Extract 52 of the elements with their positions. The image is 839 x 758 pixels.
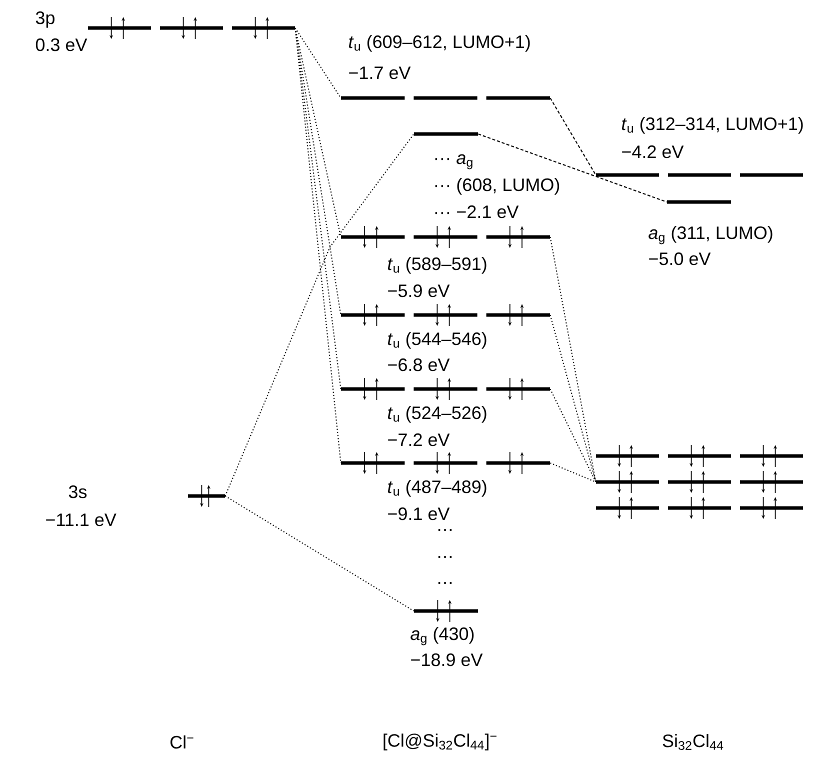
energy-level (88, 16, 295, 40)
correlation-line (550, 388, 596, 482)
energy-level (341, 96, 550, 100)
correlation-line (478, 133, 667, 203)
correlation-line (550, 236, 596, 482)
energy-level (414, 132, 478, 136)
energy-label: −1.7 eV (349, 66, 411, 80)
correlation-line (550, 98, 596, 176)
energy-label: 3p (36, 11, 54, 28)
energy-label: −5.9 eV (388, 284, 450, 298)
energy-label: t$_{u}$ (487–489) (388, 480, 486, 497)
energy-label: t$_{u}$ (544–546) (388, 332, 486, 349)
energy-label: −4.2 eV (622, 145, 684, 158)
correlation-line (224, 496, 414, 612)
ellipsis-mark: … (438, 529, 452, 531)
correlation-line (550, 314, 596, 482)
energy-label: a$_{g}$ (311, LUMO) (648, 226, 772, 244)
energy-level (341, 226, 550, 248)
energy-label: t$_{u}$ (609–612, LUMO+1) (349, 34, 530, 52)
column-label: Si$_{32}$Cl$_{44}$ (662, 734, 724, 750)
energy-level (188, 484, 225, 508)
energy-label: a$_{g}$ (430) (410, 626, 474, 646)
correlation-line (224, 134, 414, 496)
energy-label: −11.1 eV (46, 514, 116, 526)
energy-level (341, 378, 550, 400)
correlation-line (294, 28, 342, 464)
correlation-line (294, 28, 342, 98)
energy-level (596, 470, 803, 494)
energy-level (596, 173, 803, 177)
energy-label: −9.1 eV (388, 507, 450, 520)
energy-label: −6.8 eV (388, 358, 450, 372)
energy-label: 0.3 eV (36, 38, 88, 52)
energy-label: ··· (608, LUMO) (435, 178, 560, 195)
energy-label: −7.2 eV (388, 433, 450, 446)
correlation-line (550, 462, 596, 482)
energy-label: t$_{u}$ (312–314, LUMO+1) (622, 116, 803, 134)
energy-label: −18.9 eV (411, 653, 483, 666)
energy-level (596, 444, 803, 468)
energy-level (414, 600, 478, 622)
energy-label: 3s (68, 485, 87, 498)
energy-level (596, 496, 803, 520)
column-label: Cl$^{−}$ (170, 735, 194, 749)
energy-level (341, 304, 550, 326)
column-label: [Cl@Si$_{32}$Cl$_{44}$]$^{−}$ (384, 734, 496, 750)
energy-label: ··· −2.1 eV (435, 205, 519, 218)
energy-label: t$_{u}$ (589–591) (388, 256, 486, 274)
energy-label: t$_{u}$ (524–526) (388, 406, 486, 423)
energy-label: ··· a$_{g}$ (435, 154, 472, 170)
energy-level (667, 200, 731, 204)
energy-level (341, 452, 550, 474)
ellipsis-mark: … (438, 556, 452, 558)
energy-label: −5.0 eV (649, 252, 711, 266)
